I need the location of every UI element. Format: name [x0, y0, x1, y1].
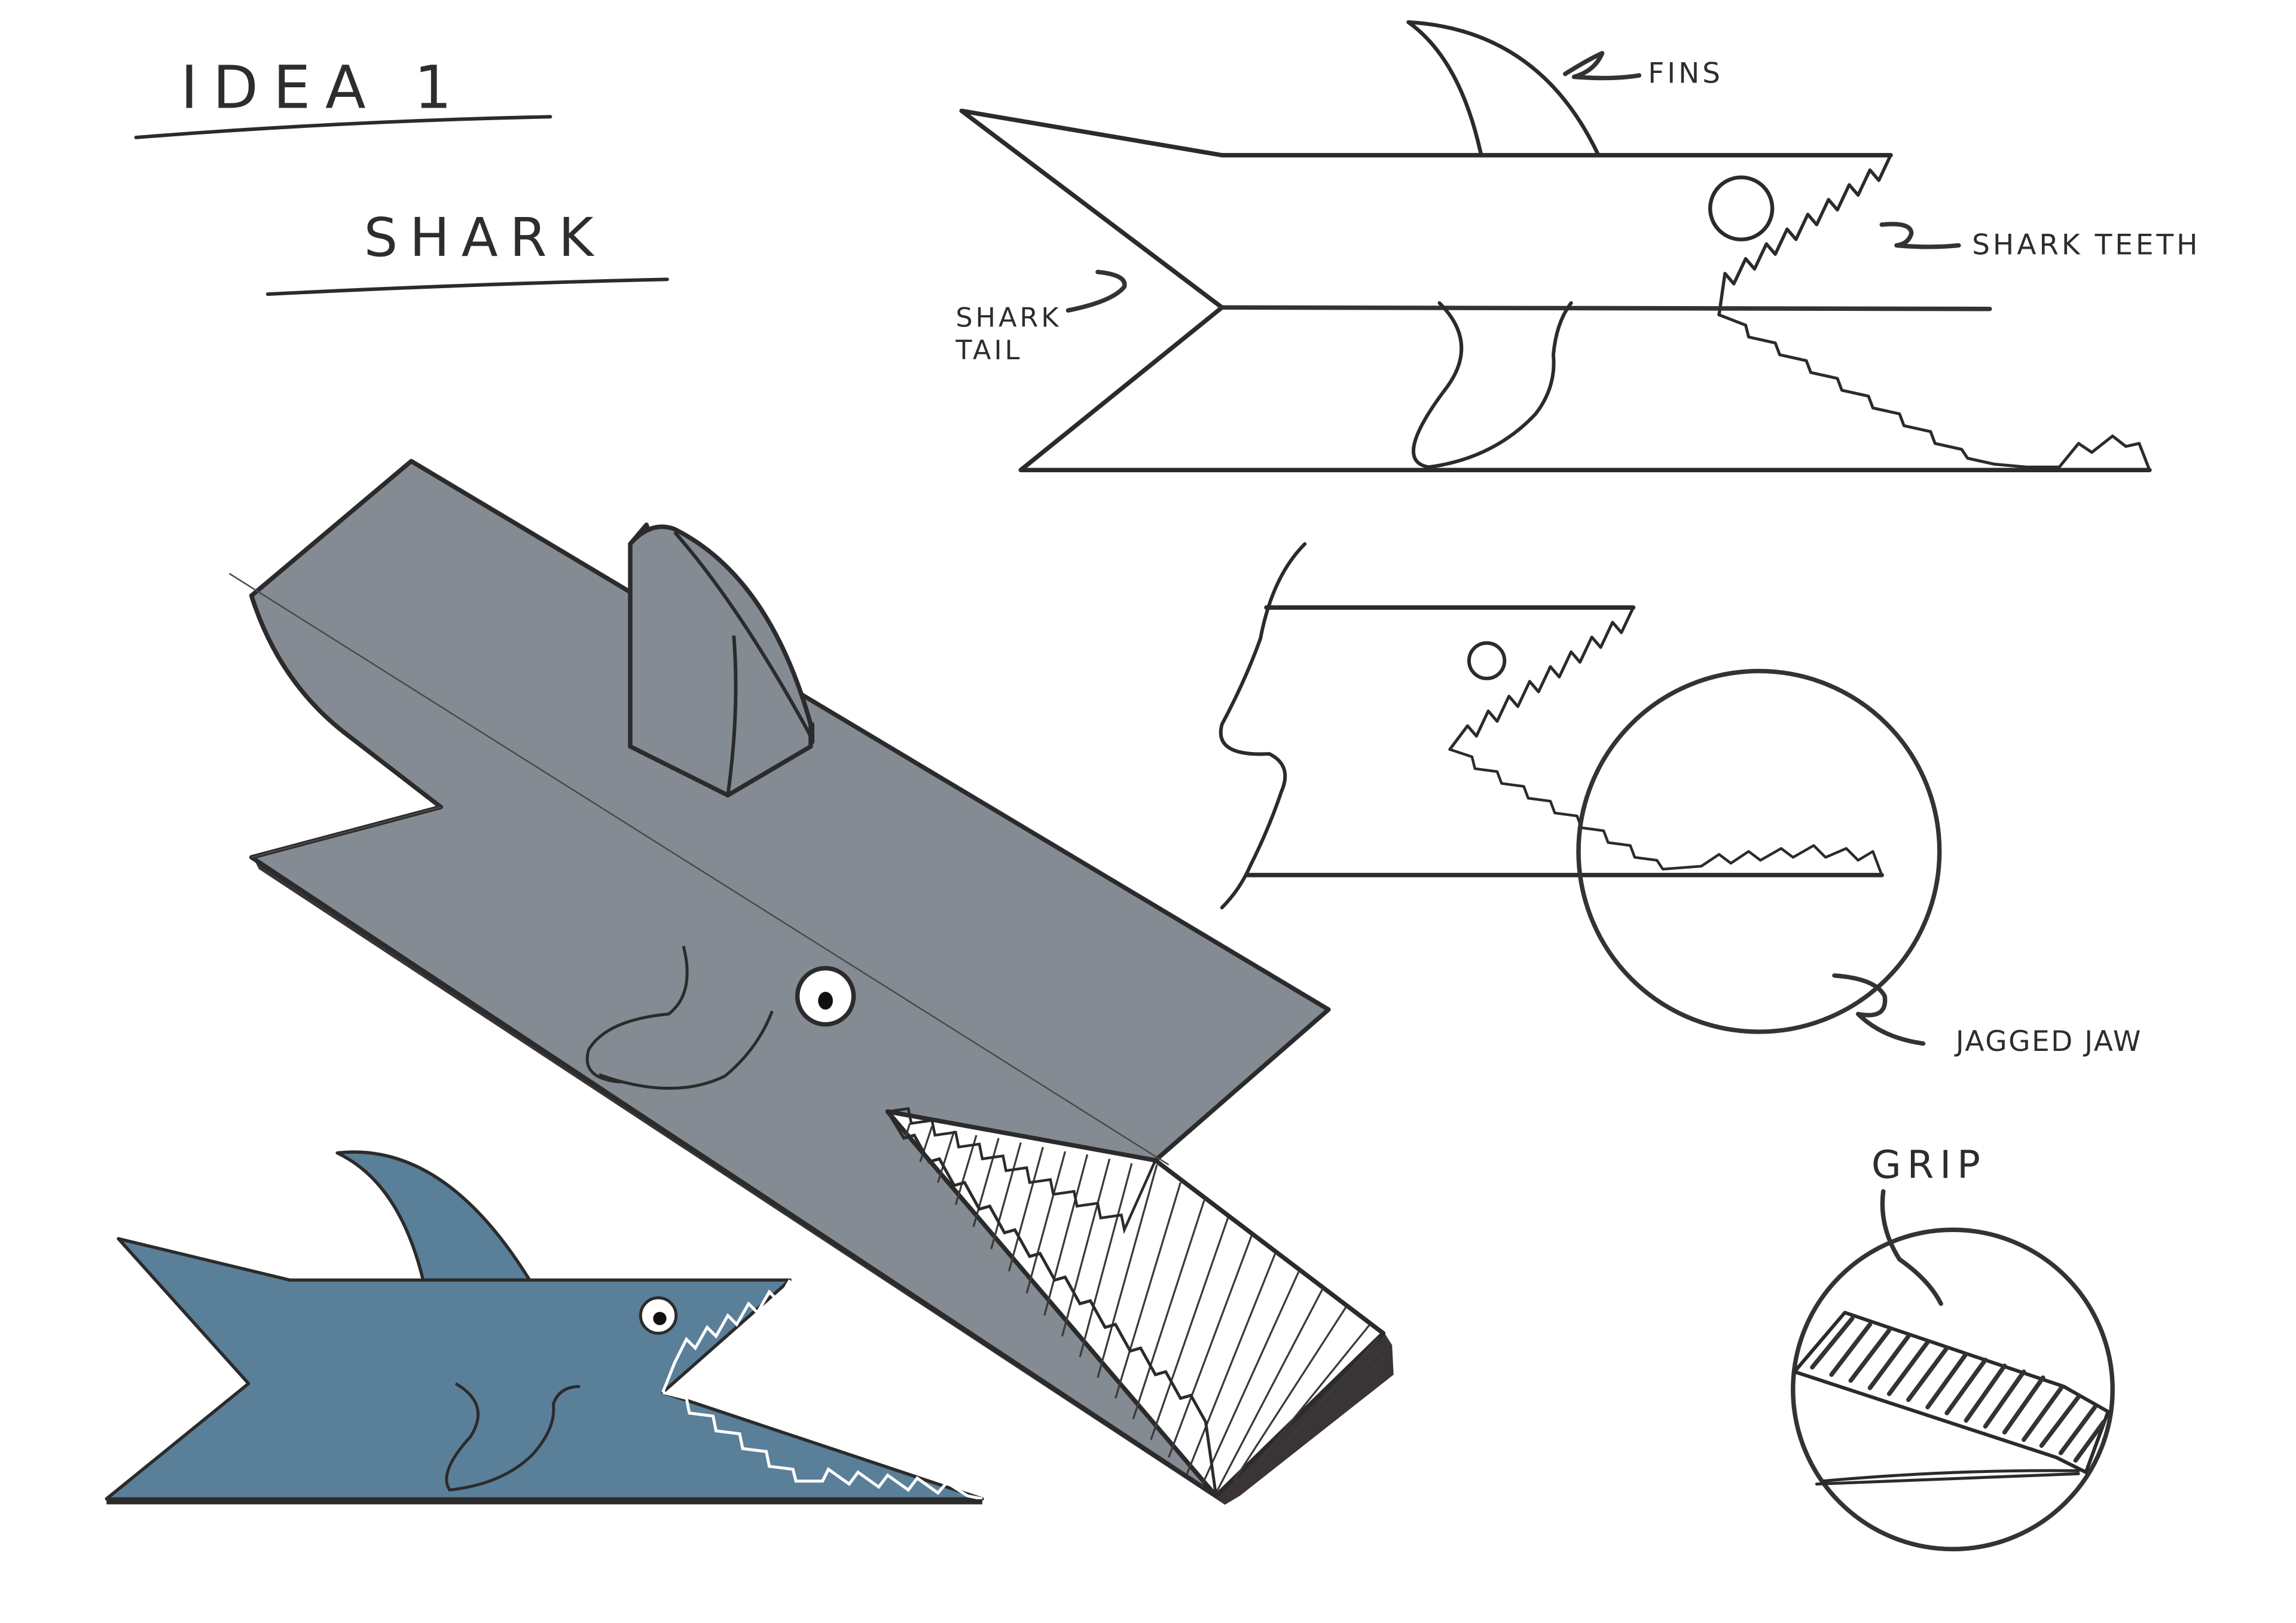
head-back-curve [1219, 542, 1307, 910]
gray-shark-pupil [818, 992, 833, 1010]
teeth-leader-line [1879, 222, 1961, 249]
label-shark-tail-line2: TAIL [955, 335, 1022, 366]
pectoral-fin-outline [1412, 301, 1573, 469]
body-midline [1220, 305, 1992, 311]
shark-body-outline [959, 108, 2152, 473]
gray-shark-dorsal-fin [628, 524, 813, 798]
detail-lower-teeth [1448, 748, 1883, 877]
label-jagged-jaw: JAGGED JAW [1954, 1025, 2142, 1058]
detail-eye-outline [1467, 641, 1507, 680]
blue-shark-pectoral-fin [445, 1382, 580, 1492]
head-outline [1245, 605, 1884, 878]
grip-hatching [1810, 1316, 2106, 1463]
jagged-jaw-leader-line [1832, 973, 1926, 1046]
dorsal-fin-outline [1406, 20, 1600, 156]
title-block: IDEA 1 SHARK [134, 54, 669, 297]
subtitle-underline [265, 277, 669, 297]
gray-shark-tail-line [251, 806, 441, 858]
grip-block-outline [1793, 1310, 2110, 1474]
fins-leader-line [1563, 51, 1642, 81]
grip-base-line [1815, 1469, 2080, 1486]
label-fins: FINS [1648, 57, 1723, 90]
gray-shark-upper-teeth [887, 1107, 1157, 1234]
tail-leader-line [1065, 270, 1127, 313]
blue-shark-lower-teeth [662, 1390, 983, 1500]
blue-shark-body [105, 1237, 984, 1501]
lower-jaw-hatching [904, 1123, 1384, 1494]
lower-jaw-teeth [1717, 313, 2151, 472]
gray-shark-jaw-teeth [886, 1111, 1218, 1496]
jaw-magnify-circle [1576, 668, 1942, 1034]
sheet-subtitle: SHARK [364, 206, 606, 268]
sheet-title: IDEA 1 [181, 54, 466, 123]
upper-jaw-teeth [1717, 153, 1892, 317]
jaw-detail-sketch: JAGGED JAW [1219, 542, 2142, 1058]
title-underline [134, 115, 552, 139]
gray-shark-centerline [228, 573, 1170, 1166]
label-grip: GRIP [1871, 1143, 1986, 1188]
grip-detail-sketch: GRIP [1791, 1143, 2115, 1552]
blue-shark [105, 1150, 984, 1505]
gray-shark-underside [251, 854, 1393, 1505]
label-shark-tail-line1: SHARK [955, 302, 1061, 333]
grip-magnify-circle [1791, 1227, 2115, 1552]
lower-jaw-hatched [885, 1109, 1386, 1499]
blue-shark-pupil [653, 1312, 667, 1325]
shark-side-view-sketch: FINS SHARK TEETH SHARK TAIL [955, 20, 2200, 473]
eye-outline [1708, 175, 1775, 242]
gray-shark-pectoral-fin [585, 945, 689, 1084]
blue-shark-dorsal-fin [335, 1150, 532, 1282]
grip-leader-line [1880, 1189, 1943, 1306]
blue-shark-upper-teeth [661, 1279, 792, 1393]
gray-shark-dorsal-fin-edge [673, 531, 813, 796]
gray-shark-smile [599, 1010, 774, 1090]
detail-upper-teeth [1448, 606, 1635, 751]
gray-shark-3d [228, 459, 1394, 1505]
label-shark-teeth: SHARK TEETH [1972, 228, 2200, 261]
